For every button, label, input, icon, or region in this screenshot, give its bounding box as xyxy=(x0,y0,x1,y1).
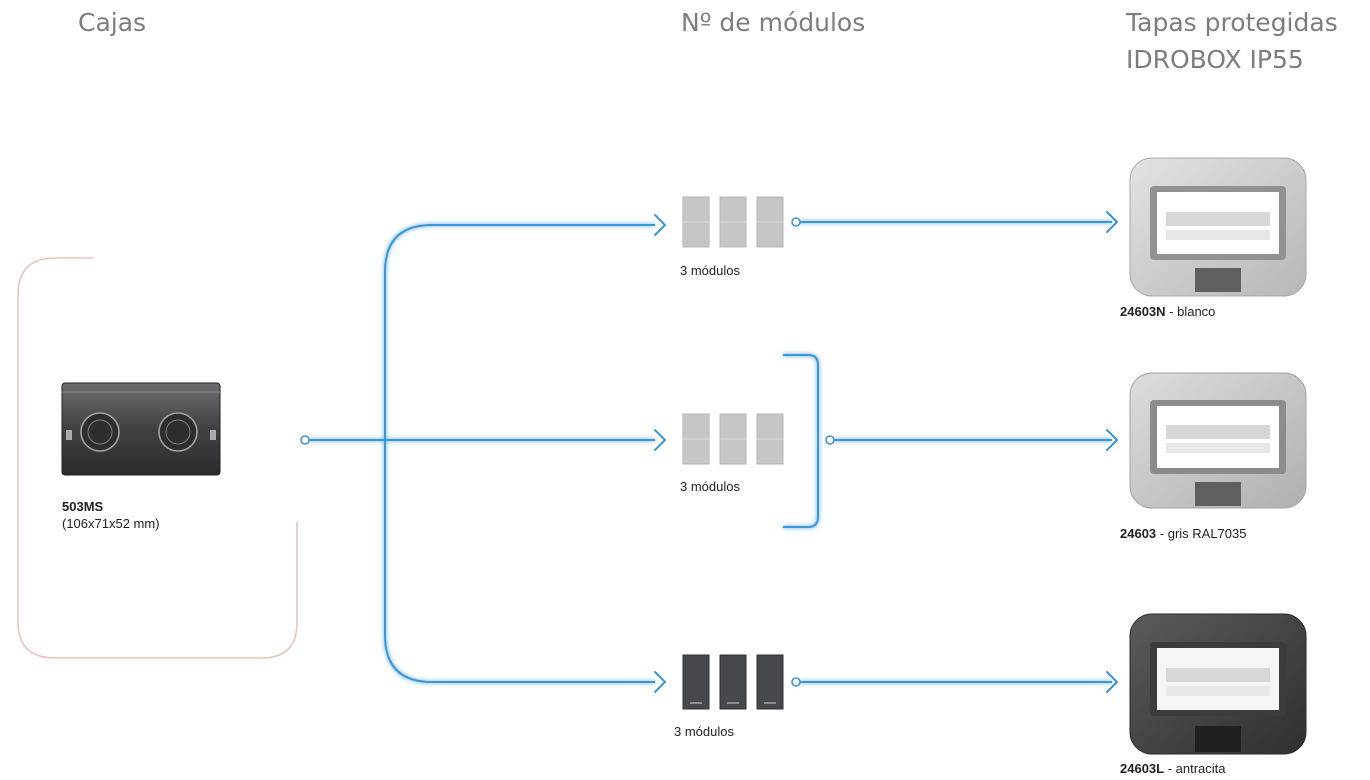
modules-group-middle xyxy=(682,413,784,465)
header-cajas: Cajas xyxy=(78,8,147,37)
cover-24603-code: 24603 xyxy=(1120,526,1157,541)
cover-24603l-image xyxy=(1129,613,1307,755)
cover-24603n-image xyxy=(1129,157,1307,297)
header-tapas-line2: IDROBOX IP55 xyxy=(1126,45,1304,74)
cover-24603-caption: 24603 - gris RAL7035 xyxy=(1120,525,1246,542)
connector-lines xyxy=(308,221,1112,683)
modules-group-bottom xyxy=(682,654,784,710)
cover-24603-desc: - gris RAL7035 xyxy=(1156,526,1247,541)
cover-24603l-code: 24603L xyxy=(1120,761,1165,776)
modules-top-label: 3 módulos xyxy=(680,263,740,278)
modules-group-top xyxy=(682,196,784,248)
header-tapas-line1: Tapas protegidas xyxy=(1126,8,1338,37)
box-dimensions: (106x71x52 mm) xyxy=(62,516,160,531)
modules-bottom-label: 3 módulos xyxy=(674,724,734,739)
box-code: 503MS xyxy=(62,499,104,514)
cover-24603-image xyxy=(1129,372,1307,509)
modules-middle-label: 3 módulos xyxy=(680,479,740,494)
header-modulos: Nº de módulos xyxy=(681,8,866,37)
cover-24603l-caption: 24603L - antracita xyxy=(1120,760,1226,777)
cover-24603n-desc: - blanco xyxy=(1165,304,1216,319)
box-caption: 503MS (106x71x52 mm) xyxy=(62,498,160,532)
cover-24603l-desc: - antracita xyxy=(1164,761,1226,776)
cover-24603n-caption: 24603N - blanco xyxy=(1120,303,1215,320)
connector-dots xyxy=(300,217,835,687)
box-bracket xyxy=(17,257,298,659)
arrowheads xyxy=(654,211,1119,693)
box-503ms-image xyxy=(61,382,221,476)
cover-24603n-code: 24603N xyxy=(1120,304,1166,319)
